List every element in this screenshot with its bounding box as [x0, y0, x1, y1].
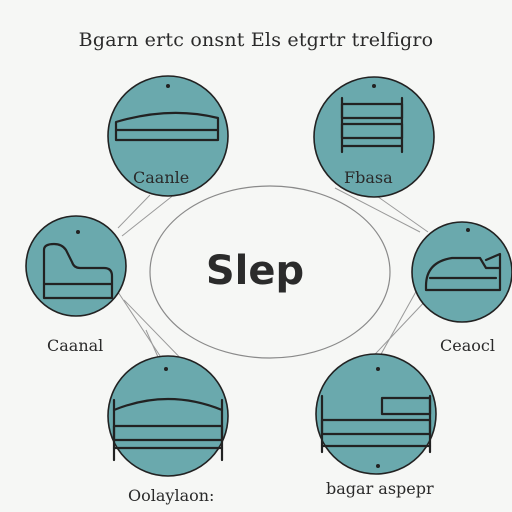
node-mid-right-circle [411, 221, 512, 323]
node-mid-right-dot [466, 228, 470, 232]
center-ellipse [149, 185, 391, 359]
bed-frame-icon [114, 111, 220, 142]
diagram-title: Bgarn ertc onsnt Els etgrtr trelfigro [78, 29, 434, 51]
node-mid-left-label: Caanal [47, 336, 104, 355]
node-bottom-right-dot-lower [376, 464, 380, 468]
bunk-bed-icon [340, 96, 404, 154]
node-bottom-left-dot [164, 367, 168, 371]
center-label: Slep [205, 248, 305, 294]
node-bottom-right-circle [315, 353, 437, 475]
recliner-icon [42, 242, 114, 300]
node-bottom-right-dot [376, 367, 380, 371]
node-top-right-label: Fbasa [344, 168, 393, 187]
connector-top-right-mid-right [373, 193, 429, 233]
node-mid-right-label: Ceaocl [440, 336, 495, 355]
node-bottom-right-label: bagar aspepr [326, 479, 434, 498]
connector-mid-right-bottom-right-2 [379, 287, 419, 357]
node-top-left-circle [107, 75, 229, 197]
daybed-icon [320, 394, 432, 454]
connector-top-left-mid-left [117, 194, 151, 229]
node-top-right-dot [372, 84, 376, 88]
double-bed-icon [112, 397, 224, 462]
node-bottom-left-label: Oolaylaon: [128, 486, 215, 505]
connector-top-right-center [334, 187, 421, 233]
connector-mid-left-bottom-left [117, 291, 169, 369]
node-bottom-left-circle [107, 355, 229, 477]
node-mid-left-dot [76, 230, 80, 234]
sofa-bed-icon [424, 252, 502, 292]
node-top-left-dot [166, 84, 170, 88]
node-top-left-label: Caanle [133, 168, 190, 187]
